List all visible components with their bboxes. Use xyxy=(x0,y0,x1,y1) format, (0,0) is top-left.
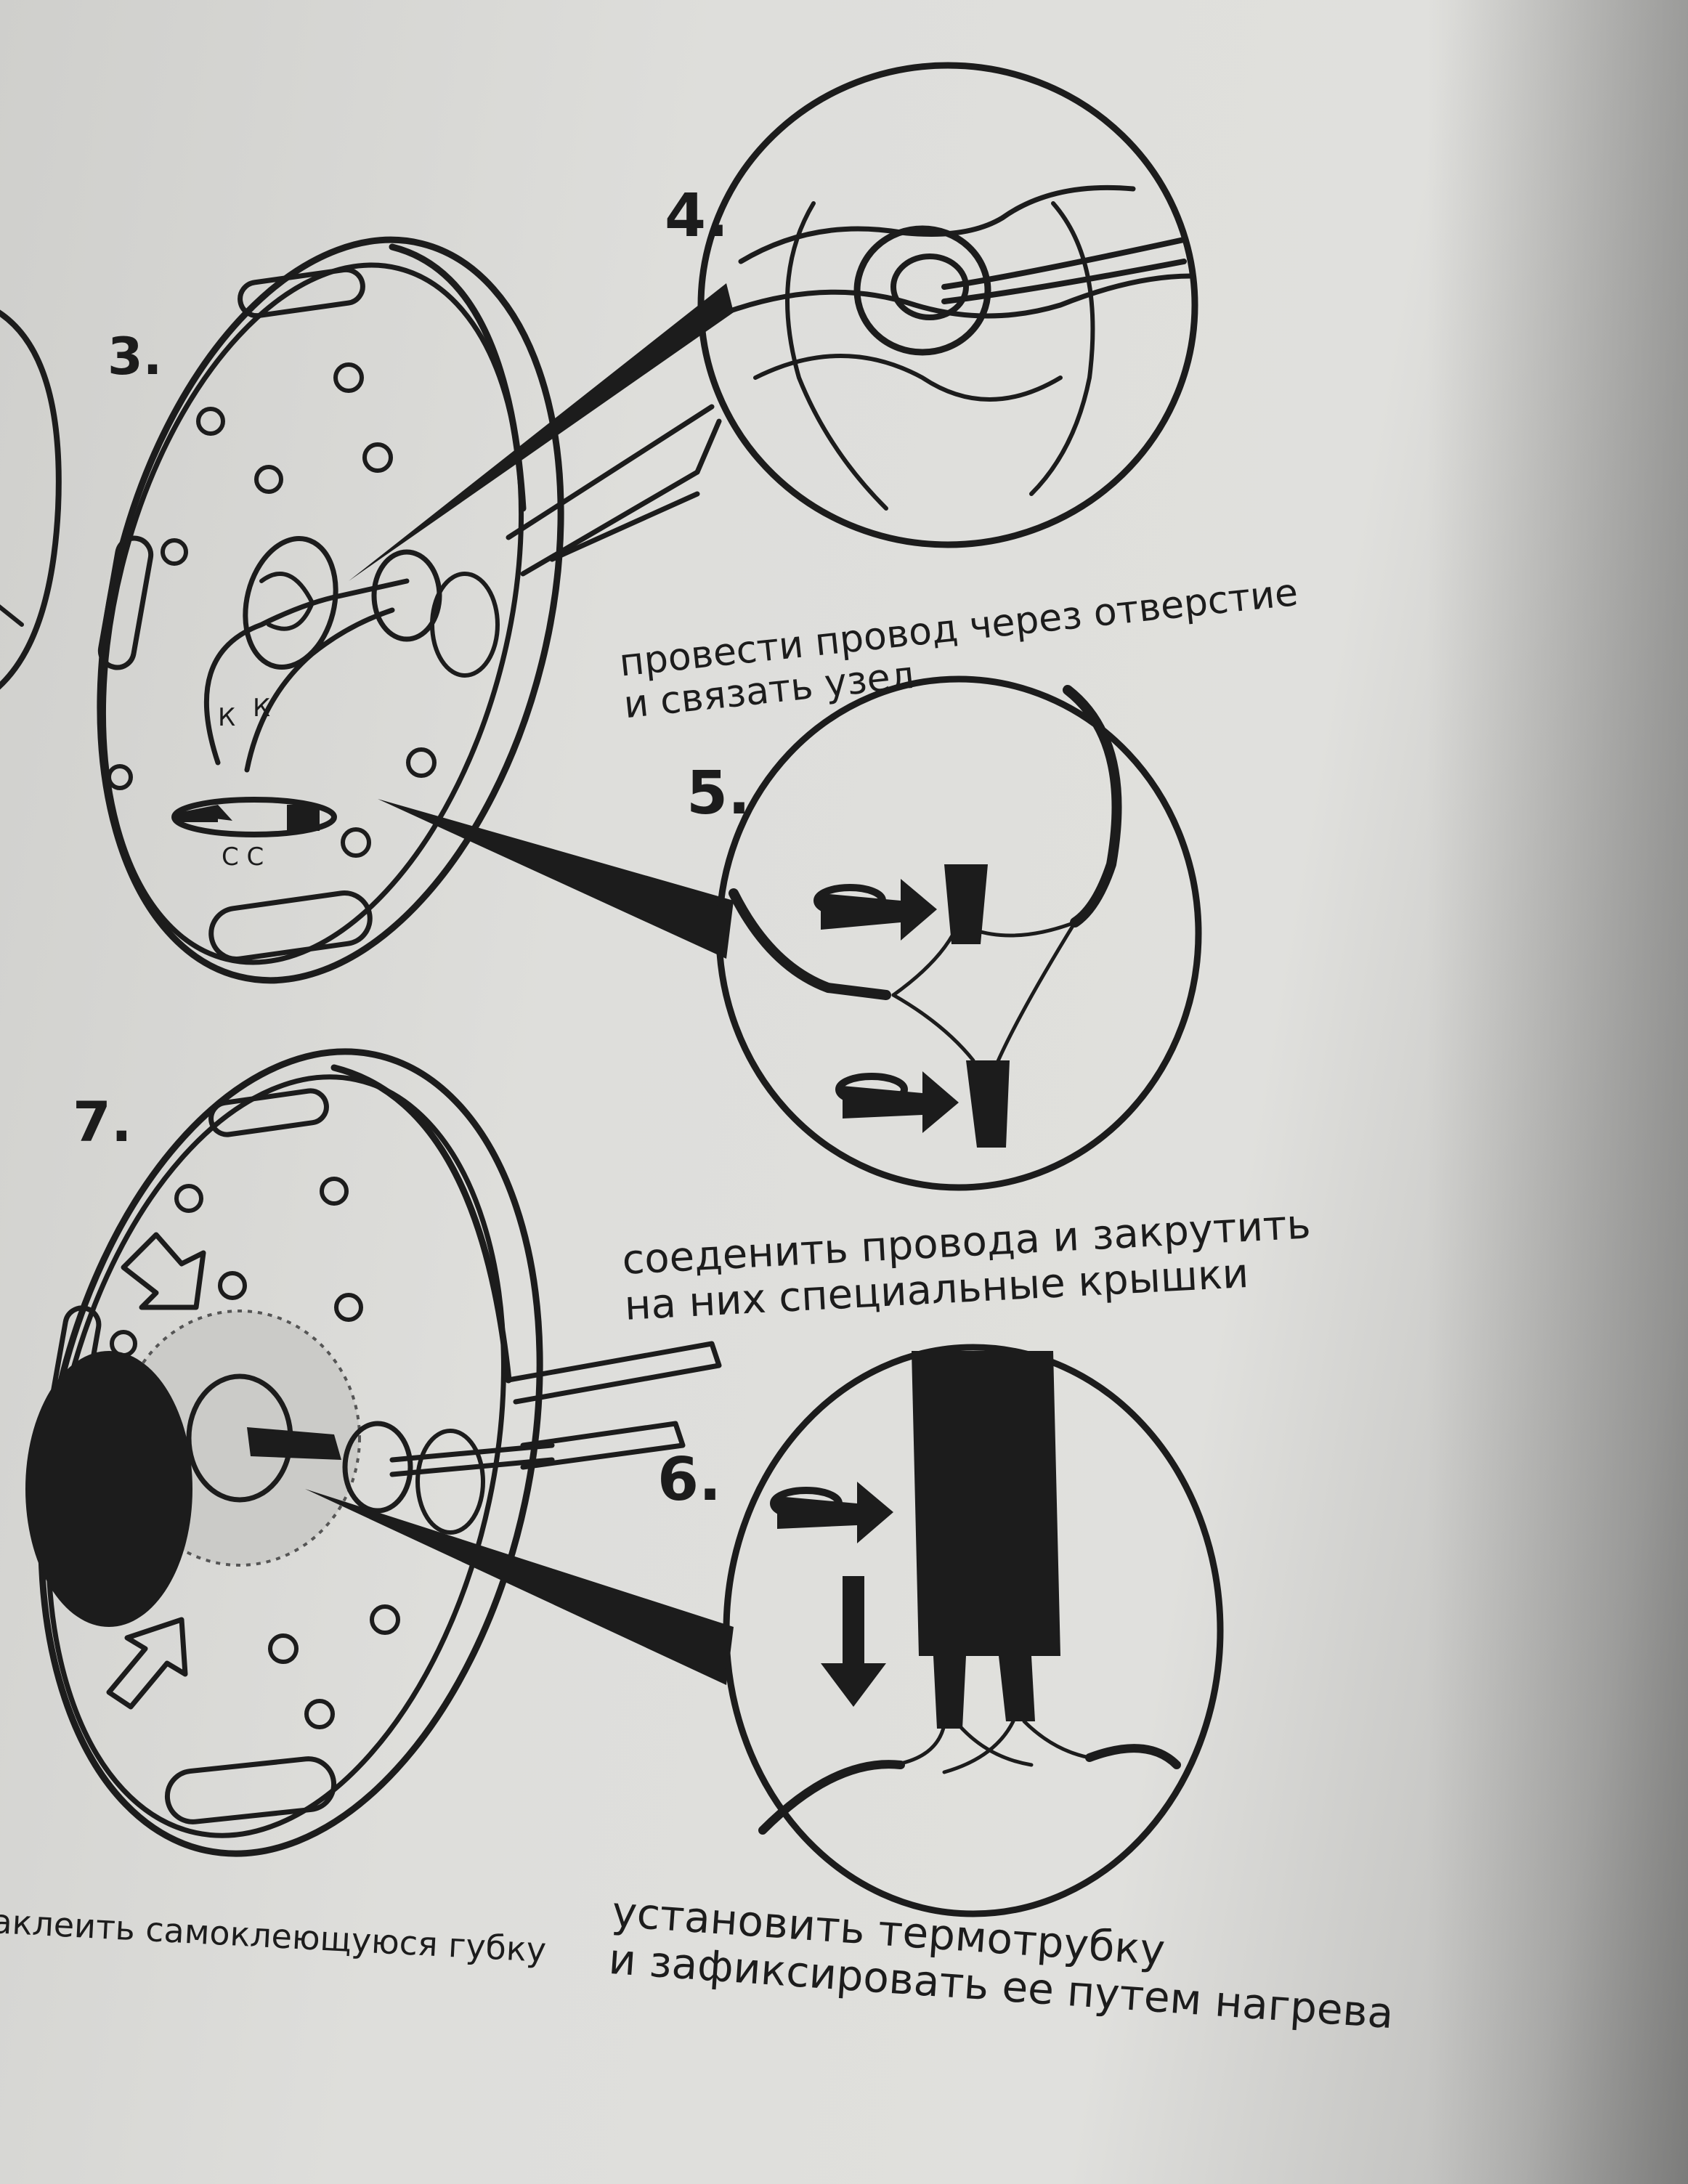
terminal-mark-k-right: К xyxy=(253,694,271,723)
page-shadow xyxy=(1427,0,1688,2184)
step-number-4: 4. xyxy=(665,182,729,251)
step7-canopy-disk xyxy=(25,1048,555,1857)
terminal-mark-c: С С xyxy=(222,843,264,872)
step4-detail-circle xyxy=(697,62,1198,548)
heat-shrink-tube xyxy=(912,1351,1060,1656)
step5-detail-circle xyxy=(715,675,1202,1191)
step-number-7: 7. xyxy=(73,1089,132,1154)
step3-canopy-disk xyxy=(97,236,564,984)
step-number-6: 6. xyxy=(657,1445,722,1514)
terminal-mark-k-left: К xyxy=(218,703,236,732)
leader-3-to-4 xyxy=(349,283,734,581)
step-number-3: 3. xyxy=(107,327,163,386)
partial-disk-left xyxy=(0,309,62,690)
leader-3-to-5 xyxy=(378,799,734,959)
leader-7-to-6 xyxy=(305,1489,734,1685)
step6-detail-circle xyxy=(723,1344,1224,1917)
sponge-pad xyxy=(25,1351,192,1627)
step-number-5: 5. xyxy=(686,759,751,828)
